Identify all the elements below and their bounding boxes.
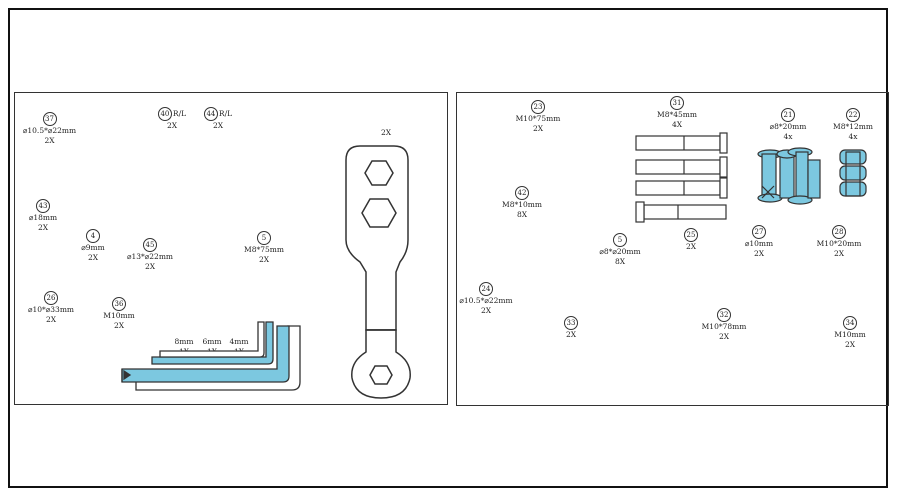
barrel-nut-icon	[757, 147, 821, 205]
part-24: 24 ⌀10.5*⌀22mm 2X	[458, 282, 514, 316]
part-4: 4 ⌀9mm 2X	[78, 229, 108, 263]
part-spec: ⌀10.5*⌀22mm	[22, 126, 77, 135]
part-37: 37 ⌀10.5*⌀22mm 2X	[22, 112, 77, 146]
part-26: 26 ⌀10*⌀33mm 2X	[25, 291, 77, 325]
part-spec: ⌀8*20mm	[769, 122, 807, 131]
part-qty: 2X	[718, 332, 730, 341]
hex-key-size: 6mm	[202, 337, 222, 346]
part-suffix: R/L	[218, 109, 233, 118]
left-parts-panel	[14, 92, 448, 405]
hex-key-set-icon	[121, 321, 301, 391]
part-qty: 2X	[212, 121, 224, 130]
part-qty: 2X	[833, 249, 845, 258]
part-spec: ⌀9mm	[81, 243, 105, 252]
part-qty: 2X	[258, 255, 270, 264]
part-spec: M8*10mm	[502, 200, 542, 209]
part-number: 44	[203, 107, 218, 121]
hex-key-size: 4mm	[229, 337, 249, 346]
part-spec: ⌀10.5*⌀22mm	[459, 296, 513, 305]
part-qty: 2X	[844, 340, 856, 349]
part-5-left: 5 M8*75mm 2X	[240, 231, 288, 265]
part-42: 42 M8*10mm 8X	[500, 186, 544, 220]
bolt-icon	[635, 132, 728, 223]
part-5-right: 5 ⌀8*⌀20mm 8X	[594, 233, 646, 267]
part-spec: M8*75mm	[244, 245, 284, 254]
part-23: 23 M10*75mm 2X	[515, 100, 561, 134]
part-spec: M10mm	[103, 311, 135, 320]
part-31: 31 M8*45mm 4X	[655, 96, 699, 130]
part-spec: M10*78mm	[701, 322, 747, 331]
part-qty: 2X	[87, 253, 99, 262]
part-qty: 8X	[614, 257, 626, 266]
right-parts-panel	[456, 92, 889, 406]
part-spec: ⌀13*⌀22mm	[126, 252, 174, 261]
part-number: 40	[157, 107, 172, 121]
part-45: 45 ⌀13*⌀22mm 2X	[124, 238, 176, 272]
hex-key-size: 8mm	[174, 337, 194, 346]
outer-frame	[8, 8, 888, 488]
part-qty: 2X	[753, 249, 765, 258]
part-qty: 4x	[783, 132, 793, 141]
part-spec: M10*20mm	[816, 239, 862, 248]
part-spec: ⌀10mm	[744, 239, 774, 248]
nut-icon	[839, 149, 867, 197]
part-qty: 4X	[671, 120, 683, 129]
part-spec: ⌀10*⌀33mm	[27, 305, 75, 314]
part-21: 21 ⌀8*20mm 4x	[766, 108, 810, 142]
part-qty: 2X	[480, 306, 492, 315]
part-spec: M8*12mm	[833, 122, 873, 131]
part-43: 43 ⌀18mm 2X	[25, 199, 61, 233]
part-spec: M8*45mm	[657, 110, 697, 119]
part-qty: 2X	[565, 330, 577, 339]
part-spec: ⌀8*⌀20mm	[599, 247, 641, 256]
part-spec: M10mm	[834, 330, 866, 339]
part-qty: 2X	[45, 315, 57, 324]
part-32: 32 M10*78mm 2X	[700, 308, 748, 342]
part-qty: 2X	[37, 223, 49, 232]
part-28: 28 M10*20mm 2X	[815, 225, 863, 259]
part-qty: 2X	[532, 124, 544, 133]
part-qty: 4x	[848, 132, 858, 141]
part-spec: ⌀18mm	[28, 213, 58, 222]
part-spec: M10*75mm	[515, 114, 561, 123]
part-36: 36 M10mm 2X	[100, 297, 138, 331]
part-qty: 2X	[685, 242, 697, 251]
wrench-icon	[345, 145, 411, 399]
part-22: 22 M8*12mm 4x	[830, 108, 876, 142]
part-25: 25 2X	[680, 228, 702, 252]
part-qty: 2X	[44, 136, 55, 145]
part-qty: 8X	[516, 210, 528, 219]
part-qty: 2X	[113, 321, 125, 330]
part-34: 34 M10mm 2X	[834, 316, 866, 350]
part-33: 33 2X	[560, 316, 582, 340]
wrench-qty: 2X	[380, 128, 392, 137]
part-qty: 2X	[144, 262, 156, 271]
part-suffix: R/L	[172, 109, 187, 118]
part-27: 27 ⌀10mm 2X	[742, 225, 776, 259]
part-qty: 2X	[166, 121, 178, 130]
